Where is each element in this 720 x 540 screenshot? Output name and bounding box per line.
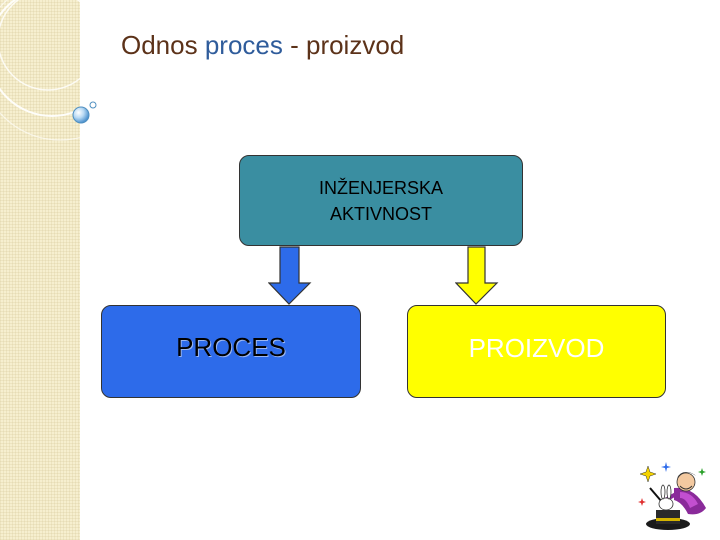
arrow-to-proizvod: [455, 246, 499, 306]
arrow-to-proces: [268, 246, 312, 306]
title-part-2: proces: [205, 30, 283, 60]
node-proces: PROCES: [101, 305, 361, 398]
node-proces-label: PROCES: [176, 332, 286, 363]
decorative-circles: [0, 0, 120, 160]
node-proizvod: PROIZVOD: [407, 305, 666, 398]
page-title: Odnos proces - proizvod: [121, 30, 404, 61]
magician-clipart: [636, 458, 712, 536]
node-proizvod-label: PROIZVOD: [462, 332, 612, 364]
node-engineering-activity: INŽENJERSKA AKTIVNOST: [239, 155, 523, 246]
bubble-icon: [70, 98, 102, 130]
node-engineering-activity-label: INŽENJERSKA AKTIVNOST: [286, 175, 476, 227]
title-part-1: Odnos: [121, 30, 205, 60]
title-part-3: - proizvod: [283, 30, 404, 60]
